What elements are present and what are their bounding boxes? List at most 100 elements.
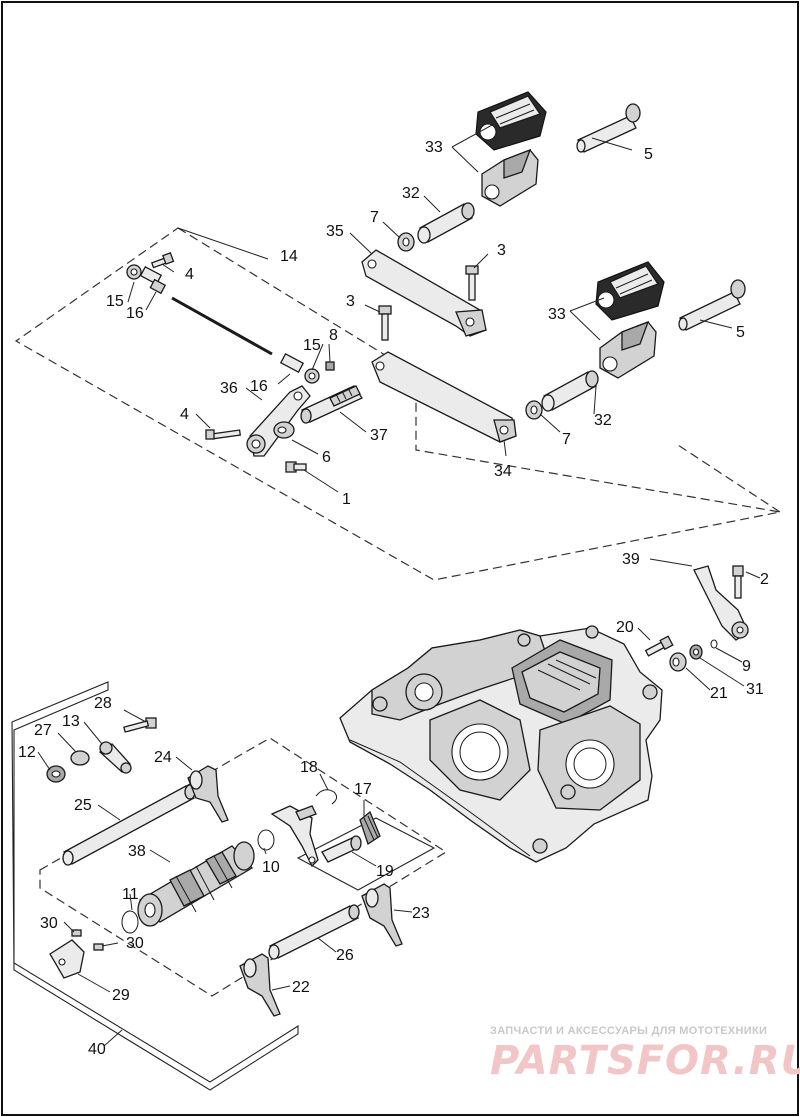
bushing-6 — [273, 421, 295, 439]
callout-6: 6 — [322, 449, 331, 466]
callout-4: 4 — [185, 266, 194, 283]
callout-22: 22 — [292, 979, 310, 996]
callout-17: 17 — [354, 781, 372, 798]
watermark-brand: PARTSFOR.RU — [490, 1038, 800, 1084]
callout-29: 29 — [112, 987, 130, 1004]
washer-9 — [710, 639, 718, 649]
shift-rod — [171, 296, 273, 356]
callout-38: 38 — [128, 843, 146, 860]
rod-end-lower — [279, 353, 320, 384]
spring-12 — [46, 765, 66, 783]
callout-9: 9 — [742, 658, 751, 675]
group-38-outline — [39, 737, 448, 997]
spacer-32-lower — [541, 370, 599, 412]
bolt-4-lower — [205, 429, 242, 440]
footpeg-lower-assembly — [595, 261, 665, 379]
callout-7: 7 — [562, 431, 571, 448]
callout-24: 24 — [154, 749, 172, 766]
shaft-25 — [62, 784, 196, 866]
callout-12: 12 — [18, 744, 36, 761]
transmission-housing — [339, 625, 663, 863]
callout-33: 33 — [548, 306, 566, 323]
detent-arm-13 — [98, 741, 132, 774]
callout-13: 13 — [62, 713, 80, 730]
callout-3: 3 — [346, 293, 355, 310]
shift-drum-38 — [137, 841, 255, 927]
retaining-ring-11 — [121, 910, 139, 934]
watermark: ЗАПЧАСТИ И АКСЕССУАРЫ ДЛЯ МОТОТЕХНИКИ PA… — [490, 1025, 800, 1084]
link-35 — [361, 249, 487, 337]
spring-17 — [359, 810, 381, 846]
callout-labels: 33 5 32 7 35 3 14 4 15 16 3 33 5 8 15 16… — [18, 139, 769, 1058]
group-19-outline — [296, 817, 436, 891]
callout-5: 5 — [736, 324, 745, 341]
callout-40: 40 — [88, 1041, 106, 1058]
shift-fork-23 — [361, 883, 403, 947]
group-14-outline-edge — [677, 444, 781, 513]
callout-18: 18 — [300, 759, 318, 776]
callout-36: 36 — [220, 380, 238, 397]
bolt-3-upper — [465, 265, 479, 301]
callout-8: 8 — [329, 327, 338, 344]
locknut-16-upper — [149, 278, 167, 295]
callout-3: 3 — [497, 242, 506, 259]
callout-25: 25 — [74, 797, 92, 814]
footpeg-upper-assembly — [475, 91, 547, 207]
shaft-26 — [268, 904, 360, 960]
shift-fork-24 — [187, 765, 229, 823]
link-34 — [371, 351, 517, 443]
pin-5-upper — [576, 103, 641, 153]
callout-34: 34 — [494, 463, 512, 480]
nut-8 — [325, 361, 335, 371]
shift-fork-22 — [239, 953, 281, 1017]
callout-5: 5 — [644, 146, 653, 163]
retaining-ring-10 — [257, 829, 275, 851]
bolt-20 — [644, 635, 674, 657]
screw-30-upper — [71, 929, 82, 937]
spacer-32-upper — [417, 202, 475, 244]
callout-1: 1 — [342, 491, 351, 508]
callout-4: 4 — [180, 406, 189, 423]
callout-39: 39 — [622, 551, 640, 568]
callout-32: 32 — [594, 412, 612, 429]
callout-32: 32 — [402, 185, 420, 202]
callout-15: 15 — [106, 293, 124, 310]
bolt-28 — [123, 717, 157, 733]
callout-11: 11 — [122, 886, 139, 903]
callout-7: 7 — [370, 209, 379, 226]
callout-37: 37 — [370, 427, 388, 444]
shift-shaft-37 — [300, 385, 363, 424]
callout-27: 27 — [34, 722, 52, 739]
clip-18 — [315, 789, 338, 805]
group-14-outline — [14, 227, 781, 581]
pin-5-lower — [678, 279, 746, 331]
bolt-4-upper — [150, 252, 175, 269]
callout-26: 26 — [336, 947, 354, 964]
bolt-3-middle — [378, 305, 392, 341]
index-plate-29 — [49, 939, 85, 979]
callout-28: 28 — [94, 695, 112, 712]
callout-10: 10 — [262, 859, 280, 876]
screw-30-lower — [93, 943, 104, 951]
callout-20: 20 — [616, 619, 634, 636]
callout-16: 16 — [250, 378, 268, 395]
leader-lines — [37, 123, 761, 1047]
callout-2: 2 — [760, 571, 769, 588]
callout-16: 16 — [126, 305, 144, 322]
callout-21: 21 — [710, 685, 728, 702]
roller-27 — [70, 750, 90, 766]
callout-31: 31 — [746, 681, 764, 698]
callout-15: 15 — [303, 337, 321, 354]
rod-end-upper — [126, 264, 163, 285]
callout-30: 30 — [126, 935, 144, 952]
bolt-2 — [732, 565, 744, 599]
bushing-21 — [669, 652, 687, 672]
shift-pawl-19 — [270, 805, 319, 868]
bolt-1 — [285, 461, 307, 473]
callout-14: 14 — [280, 248, 298, 265]
callout-35: 35 — [326, 223, 344, 240]
watermark-tagline: ЗАПЧАСТИ И АКСЕССУАРЫ ДЛЯ МОТОТЕХНИКИ — [490, 1025, 767, 1037]
